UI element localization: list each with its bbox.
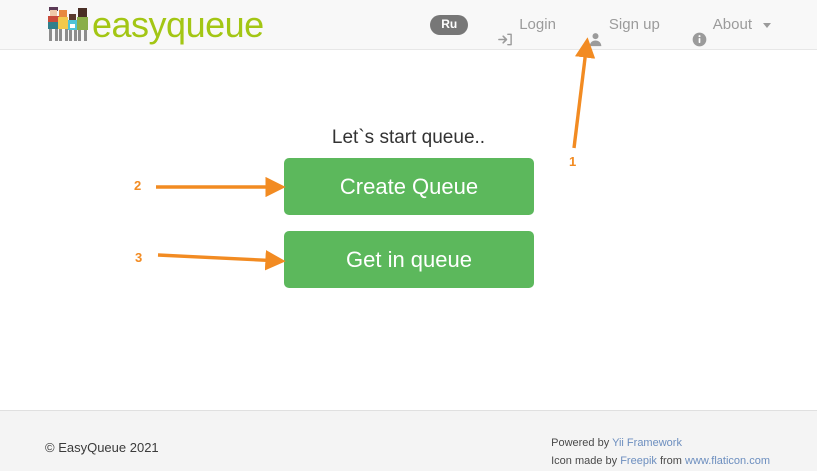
brand-text: easyqueue: [92, 4, 264, 45]
nav-right-group: Ru Login Sign up: [430, 0, 787, 50]
footer-copyright: © EasyQueue 2021: [45, 440, 159, 455]
user-icon: [588, 18, 603, 46]
nav-item-about-label: About: [712, 16, 752, 33]
sign-in-icon: [498, 18, 513, 45]
brand-logo-link[interactable]: easyqueue: [45, 2, 264, 48]
language-badge-ru[interactable]: Ru: [430, 15, 469, 35]
freepik-link[interactable]: Freepik: [620, 455, 657, 468]
people-queue-logo-icon: [45, 4, 91, 46]
main-content: Let`s start queue.. Create Queue Get in …: [0, 50, 817, 410]
flaticon-link[interactable]: www.flaticon.com: [685, 455, 770, 468]
nav-item-about[interactable]: About: [676, 0, 787, 50]
navbar: easyqueue Ru Login Sign up: [0, 0, 817, 50]
footer-powered-prefix: Powered by: [551, 437, 613, 449]
footer-icon-line: Icon made by Freepik from www.flaticon.c…: [551, 452, 770, 470]
info-circle-icon: [692, 18, 707, 46]
footer: © EasyQueue 2021 Powered by Yii Framewor…: [0, 410, 817, 471]
create-queue-button[interactable]: Create Queue: [284, 158, 534, 215]
nav-item-signup-label: Sign up: [608, 16, 660, 33]
yii-framework-link[interactable]: Yii Framework: [612, 437, 682, 449]
nav-item-signup[interactable]: Sign up: [572, 0, 676, 50]
footer-icon-middle: from: [656, 455, 686, 468]
get-in-queue-button[interactable]: Get in queue: [284, 231, 534, 288]
nav-item-login[interactable]: Login: [482, 0, 572, 50]
chevron-down-icon: [763, 22, 771, 28]
footer-powered-line: Powered by Yii Framework: [551, 434, 770, 452]
footer-credits: Powered by Yii Framework Icon made by Fr…: [551, 434, 770, 470]
page-headline: Let`s start queue..: [331, 127, 486, 148]
nav-item-login-label: Login: [519, 16, 556, 33]
footer-icon-prefix: Icon made by: [551, 455, 621, 468]
